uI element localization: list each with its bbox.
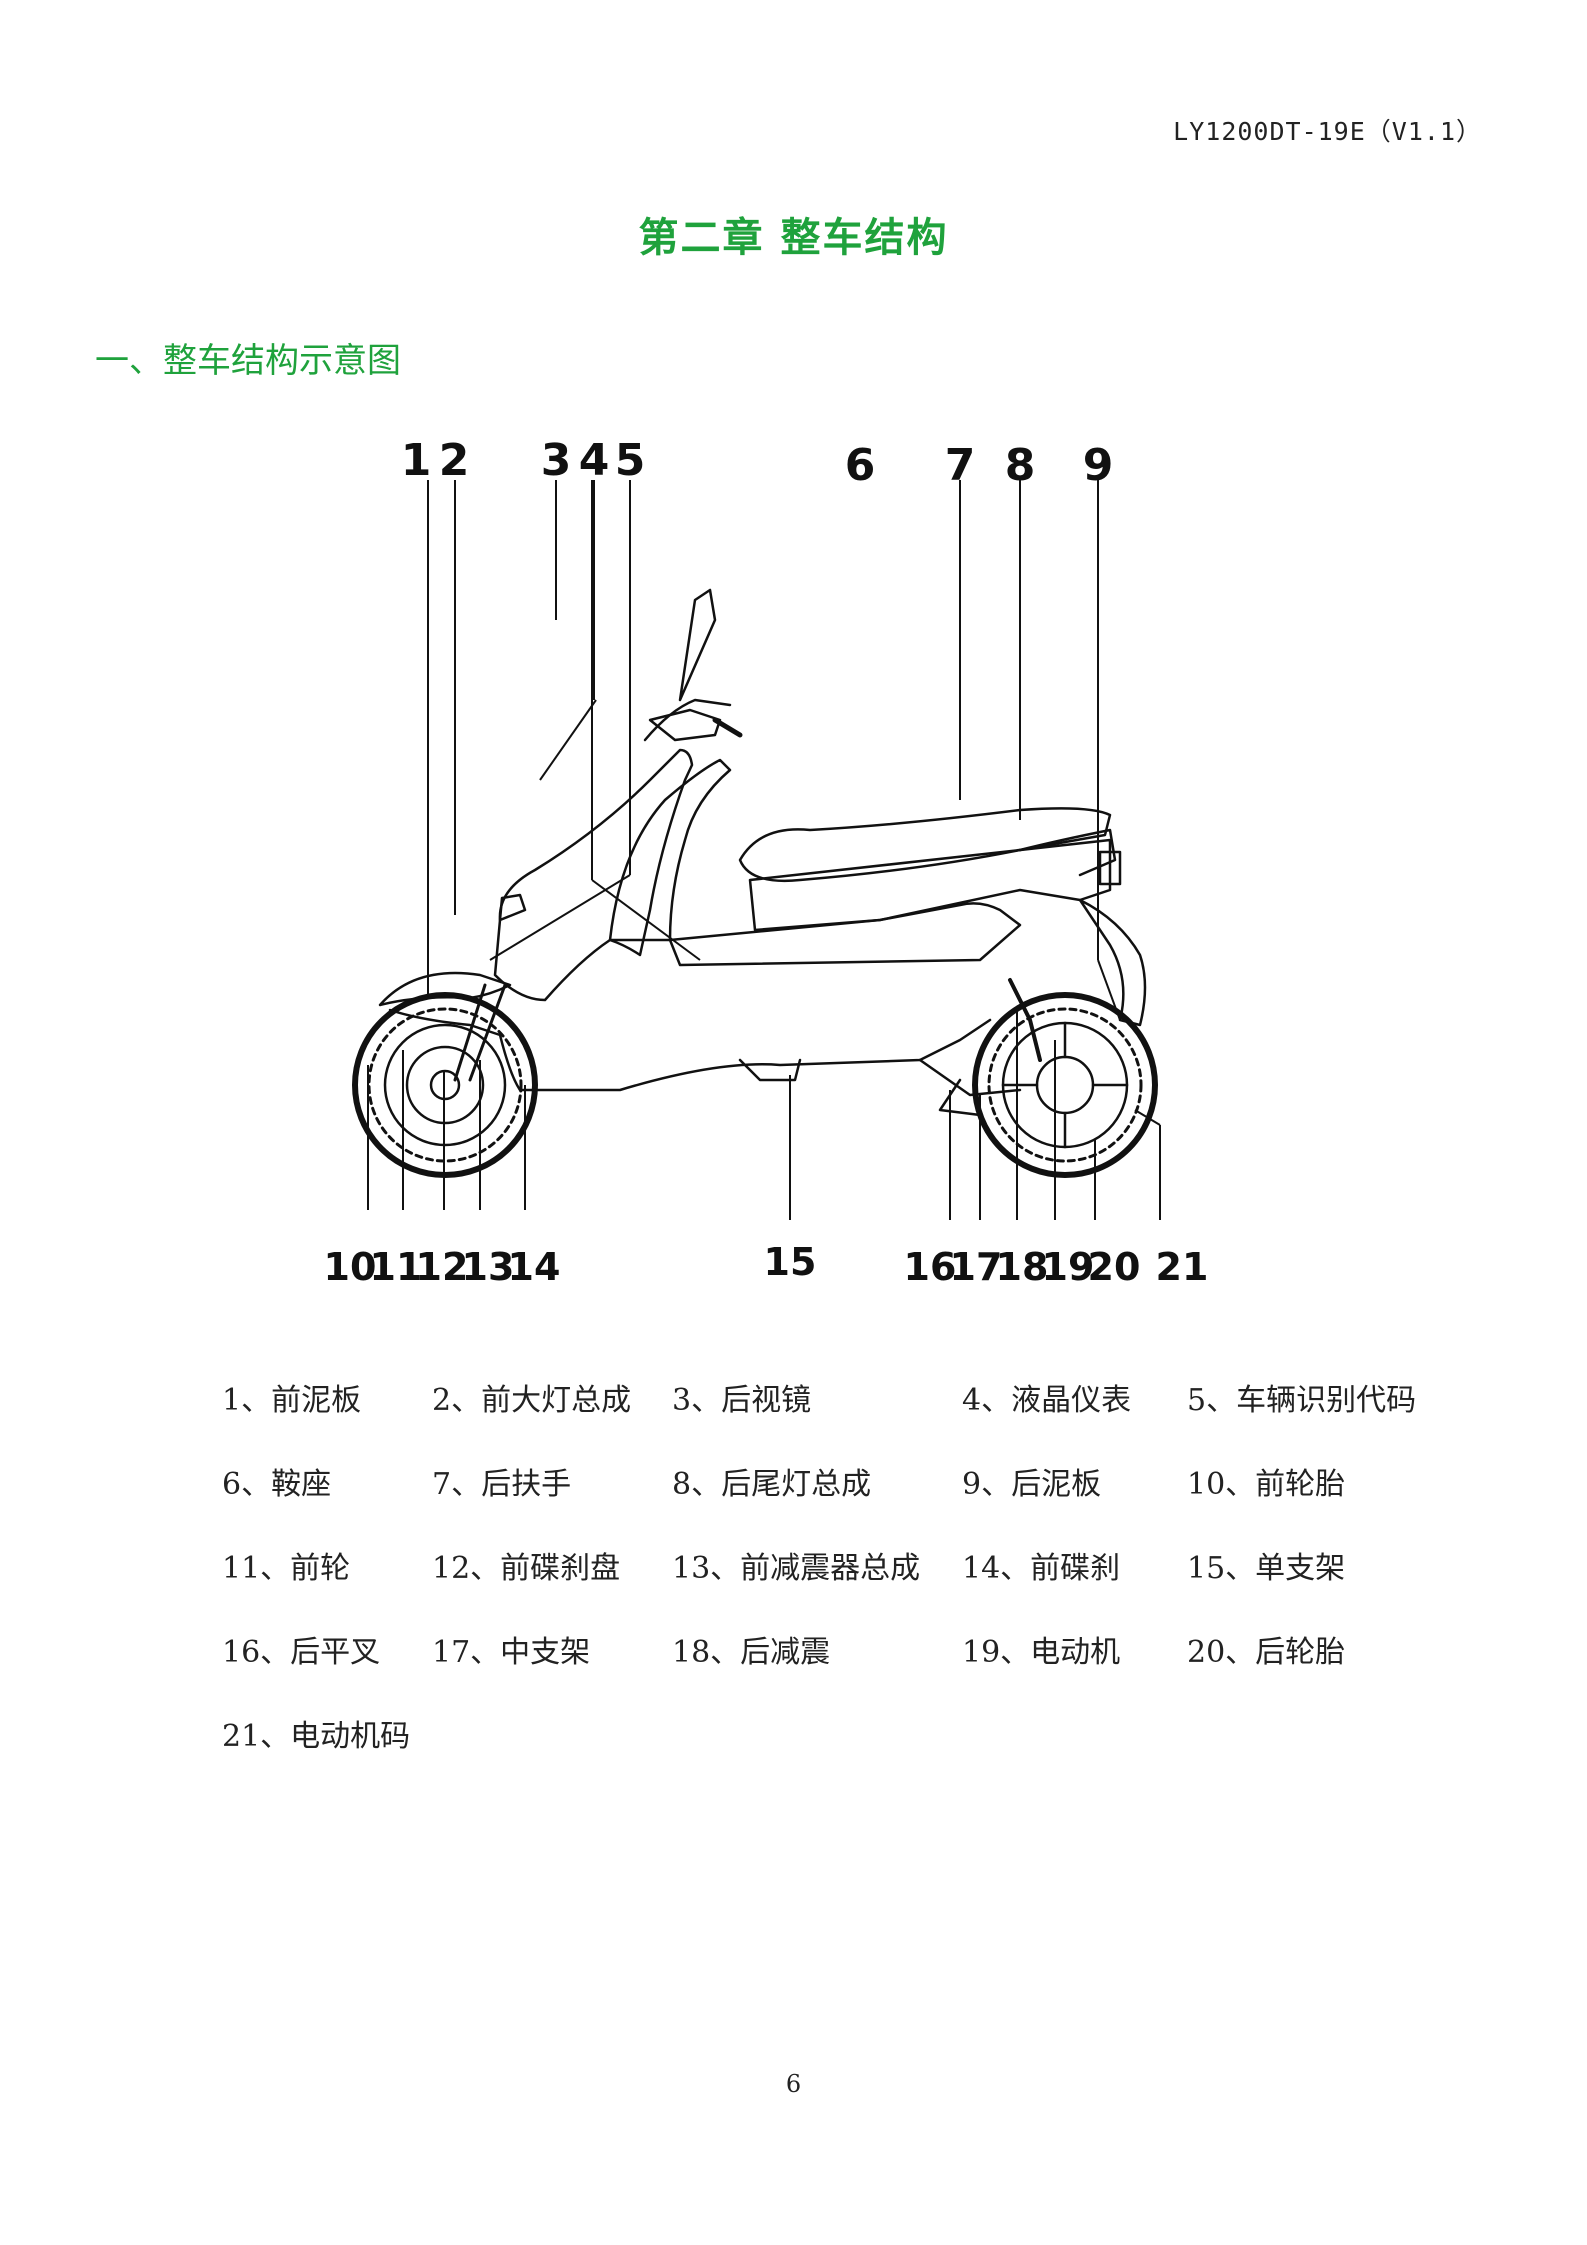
- rear-mirror: [678, 588, 717, 702]
- headlight: [498, 893, 527, 922]
- legend-item: 20、后轮胎: [1187, 1635, 1346, 1670]
- chapter-title: 第二章 整车结构: [638, 214, 949, 261]
- rear-body: [748, 838, 1112, 932]
- legend-item: 12、前碟刹盘: [432, 1551, 621, 1586]
- callout-3: 3: [541, 435, 572, 486]
- callout-12: 12: [416, 1245, 469, 1289]
- callout-1: 1: [401, 435, 432, 486]
- document-code: LY1200DT-19E（V1.1）: [1173, 117, 1482, 146]
- seat: [738, 807, 1112, 882]
- legend-item: 1、前泥板: [222, 1383, 362, 1418]
- legend-item: 8、后尾灯总成: [672, 1467, 872, 1502]
- legend-item: 9、后泥板: [962, 1467, 1102, 1502]
- legend-item: 17、中支架: [432, 1635, 591, 1670]
- callout-16: 16: [904, 1245, 957, 1289]
- legend-row: 6、鞍座 7、后扶手 8、后尾灯总成 9、后泥板 10、前轮胎: [222, 1439, 1482, 1523]
- legend-item: 3、后视镜: [672, 1383, 812, 1418]
- single-stand: [738, 1058, 802, 1082]
- callout-6: 6: [845, 440, 876, 491]
- legend-row: 21、电动机码: [222, 1691, 1482, 1775]
- callout-8: 8: [1005, 440, 1036, 491]
- legend-item: 18、后减震: [672, 1635, 831, 1670]
- callout-7: 7: [945, 440, 976, 491]
- callout-21: 21: [1156, 1245, 1209, 1289]
- callout-13: 13: [462, 1245, 515, 1289]
- rear-swing-arm: [918, 1058, 1022, 1097]
- legend-item: 16、后平叉: [222, 1635, 381, 1670]
- callout-4: 4: [579, 435, 610, 486]
- legend-row: 11、前轮 12、前碟刹盘 13、前减震器总成 14、前碟刹 15、单支架: [222, 1523, 1482, 1607]
- legend-item: 13、前减震器总成: [672, 1551, 921, 1586]
- callout-15: 15: [764, 1240, 817, 1284]
- scooter-drawing: 1 2 3 4 5 6 7 8 9 10 11 12 13 14 15 16 1…: [324, 435, 1209, 1289]
- front-fender: [378, 971, 512, 1007]
- callout-18: 18: [996, 1245, 1049, 1289]
- section-title: 一、整车结构示意图: [95, 341, 401, 381]
- callout-17: 17: [950, 1245, 1003, 1289]
- handlebar: [712, 717, 743, 738]
- parts-legend: 1、前泥板 2、前大灯总成 3、后视镜 4、液晶仪表 5、车辆识别代码 6、鞍座…: [222, 1355, 1482, 1775]
- legend-row: 1、前泥板 2、前大灯总成 3、后视镜 4、液晶仪表 5、车辆识别代码: [222, 1355, 1482, 1439]
- legend-item: 11、前轮: [222, 1551, 351, 1586]
- rear-fender: [1078, 898, 1147, 1027]
- callout-20: 20: [1088, 1245, 1141, 1289]
- rear-tire: [972, 992, 1158, 1178]
- callout-2: 2: [439, 435, 470, 486]
- legend-item: 7、后扶手: [432, 1467, 572, 1502]
- rear-shock: [1008, 978, 1042, 1062]
- center-stand: [938, 1078, 982, 1117]
- legend-item: 4、液晶仪表: [962, 1383, 1132, 1418]
- callout-10: 10: [324, 1245, 377, 1289]
- floorboard: [668, 902, 1022, 967]
- legend-item: 15、单支架: [1187, 1551, 1346, 1586]
- callout-19: 19: [1042, 1245, 1095, 1289]
- legend-item: 5、车辆识别代码: [1187, 1383, 1417, 1418]
- rear-grab-handle: [1018, 828, 1117, 877]
- legend-item: 10、前轮胎: [1187, 1467, 1346, 1502]
- callout-5: 5: [615, 435, 646, 486]
- front-fork: [453, 983, 507, 1082]
- legend-item: 19、电动机: [962, 1635, 1121, 1670]
- scooter-structure-diagram: 1 2 3 4 5 6 7 8 9 10 11 12 13 14 15 16 1…: [320, 420, 1280, 1300]
- legend-item: 21、电动机码: [222, 1719, 411, 1754]
- page-number: 6: [785, 2070, 802, 2098]
- lcd-dashboard: [648, 708, 722, 742]
- tail-light: [1098, 850, 1122, 886]
- callout-14: 14: [508, 1245, 561, 1289]
- callout-9: 9: [1083, 440, 1114, 491]
- front-body: [493, 748, 694, 1002]
- legend-item: 2、前大灯总成: [432, 1383, 632, 1418]
- legend-row: 16、后平叉 17、中支架 18、后减震 19、电动机 20、后轮胎: [222, 1607, 1482, 1691]
- legend-item: 6、鞍座: [222, 1467, 332, 1502]
- callout-11: 11: [370, 1245, 423, 1289]
- legend-item: 14、前碟刹: [962, 1551, 1121, 1586]
